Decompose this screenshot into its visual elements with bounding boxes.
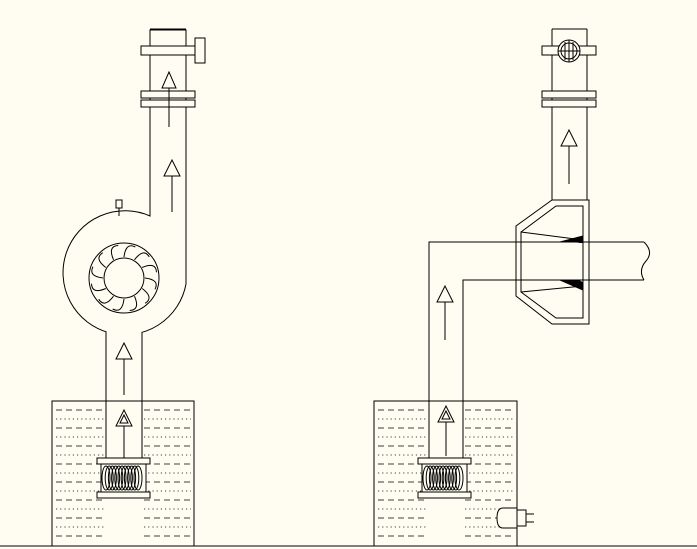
flow-arrow-icon (115, 341, 133, 395)
right-submerged-coil (417, 457, 472, 499)
flow-arrow-icon (560, 128, 578, 184)
coil-loop (114, 465, 124, 491)
hatch-line (575, 279, 584, 285)
hatch-line (573, 279, 584, 285)
right-outlet-pipe (551, 28, 588, 200)
flow-arrow-icon (161, 70, 177, 127)
coil-loop (422, 465, 432, 491)
coil-loop (444, 465, 454, 491)
coil-loop (120, 465, 130, 491)
flow-arrow-icon (163, 158, 181, 212)
coil-loop (441, 465, 451, 491)
hatch-line (569, 279, 584, 287)
impeller-blade (129, 295, 138, 312)
left-flow-arrows (115, 70, 181, 458)
coil-loop (432, 465, 442, 491)
gate-valve (140, 28, 206, 64)
coil-loop (127, 465, 137, 491)
coil-loop (130, 465, 140, 491)
coil-loop (104, 465, 114, 491)
hatch-line (571, 279, 584, 286)
hatch-line (559, 235, 584, 243)
coil-loop (451, 465, 461, 491)
impeller-blade (123, 245, 136, 258)
impeller (88, 242, 160, 314)
coil-loop (101, 465, 111, 491)
right-water-tank (373, 400, 518, 547)
hatch-line (561, 279, 584, 290)
left-system (51, 28, 206, 547)
impeller-blade (144, 277, 157, 290)
impeller-blade (112, 298, 125, 311)
coil-loop (133, 465, 143, 491)
horizontal-pipe (463, 200, 650, 324)
left-pipe-flange (140, 90, 196, 108)
flow-arrow-icon (115, 408, 133, 458)
left-submerged-coil (96, 457, 151, 499)
flow-arrow-icon (437, 404, 455, 456)
impeller-blade (141, 288, 150, 304)
right-system (373, 28, 650, 547)
coil-loop (425, 465, 435, 491)
coil-loop (454, 465, 464, 491)
coil-loop (107, 465, 117, 491)
hatch-line (561, 236, 584, 243)
impeller-blade (91, 266, 104, 279)
coil-loop (438, 465, 448, 491)
impeller-blade (98, 252, 107, 268)
flow-arrow-icon (436, 284, 454, 340)
coil-loop (448, 465, 458, 491)
butterfly-valve (541, 39, 597, 63)
power-plug-icon (496, 507, 534, 529)
right-flow-arrows (436, 128, 578, 456)
hatch-line (565, 279, 584, 289)
impeller-blade (98, 295, 114, 304)
hatch-line (563, 279, 584, 289)
hatch-line (567, 279, 584, 288)
impeller-blade (110, 244, 119, 261)
hatch-line (559, 279, 584, 291)
coil-loop (117, 465, 127, 491)
impeller-blade (141, 264, 158, 273)
coil-loop (111, 465, 121, 491)
impeller-blade (134, 252, 150, 261)
coil-loop (428, 465, 438, 491)
right-pipe-flange (541, 90, 597, 108)
coil-loop (123, 465, 133, 491)
left-inlet-pipe (105, 336, 143, 460)
coil-loop (435, 465, 445, 491)
impeller-blade (90, 283, 107, 292)
